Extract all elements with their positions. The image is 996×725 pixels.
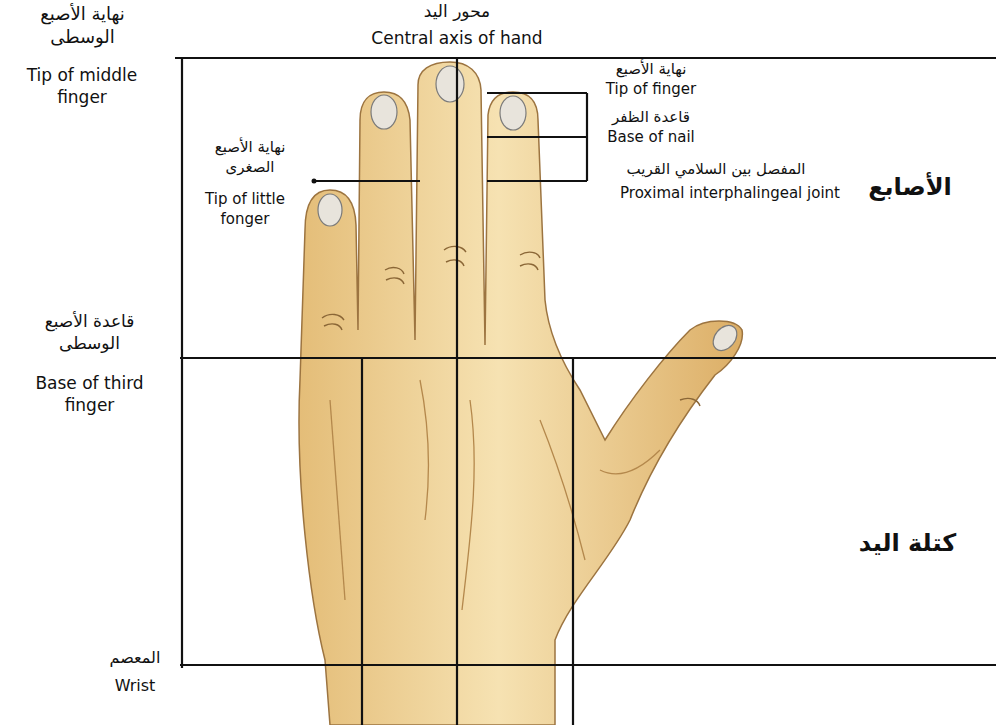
arabic-label: المعصم xyxy=(95,648,175,669)
label-slot: نهاية الأصبع الصغرى xyxy=(190,138,310,177)
hand-shading xyxy=(330,380,660,610)
label-slot: محور اليد xyxy=(377,0,537,22)
label-slot: Base of nail xyxy=(596,128,706,148)
label-slot: الأصابع xyxy=(845,172,975,203)
arabic-label: نهاية الأصبع xyxy=(596,60,706,80)
arabic-label: قاعدة الأصبع الوسطى xyxy=(12,310,167,354)
arabic-label: محور اليد xyxy=(377,0,537,22)
english-label: Tip of little fonger xyxy=(188,190,302,229)
proportion-grid xyxy=(175,58,996,725)
label-slot: Proximal interphalingeal joint xyxy=(590,184,870,204)
label-slot: Tip of little fonger xyxy=(188,190,302,229)
arabic-label: نهاية الأصبع الوسطى xyxy=(20,2,145,49)
knuckle-creases xyxy=(322,246,700,406)
label-slot: Tip of middle finger xyxy=(12,64,152,108)
english-label: Proximal interphalingeal joint xyxy=(590,184,870,204)
english-label: Central axis of hand xyxy=(347,27,567,49)
english-label: Wrist xyxy=(95,676,175,697)
arabic-label: المفصل بين السلامي القريب xyxy=(596,160,836,180)
label-slot: كتلة اليد xyxy=(840,528,975,559)
label-slot: قاعدة الظفر xyxy=(596,108,706,128)
label-slot: Base of third finger xyxy=(12,372,167,416)
label-slot: نهاية الأصبع الوسطى xyxy=(20,2,145,49)
region-label: كتلة اليد xyxy=(840,528,975,559)
label-slot: Tip of finger xyxy=(596,80,706,100)
english-label: Tip of middle finger xyxy=(12,64,152,108)
arabic-label: نهاية الأصبع الصغرى xyxy=(190,138,310,177)
label-slot: قاعدة الأصبع الوسطى xyxy=(12,310,167,354)
label-slot: Central axis of hand xyxy=(347,27,567,49)
label-slot: Wrist xyxy=(95,676,175,697)
english-label: Base of nail xyxy=(596,128,706,148)
leader-dot xyxy=(312,179,317,184)
region-label: الأصابع xyxy=(845,172,975,203)
label-slot: المعصم xyxy=(95,648,175,669)
label-slot: المفصل بين السلامي القريب xyxy=(596,160,836,180)
english-label: Tip of finger xyxy=(596,80,706,100)
label-slot: نهاية الأصبع xyxy=(596,60,706,80)
arabic-label: قاعدة الظفر xyxy=(596,108,706,128)
english-label: Base of third finger xyxy=(12,372,167,416)
finger-nails xyxy=(318,66,742,355)
